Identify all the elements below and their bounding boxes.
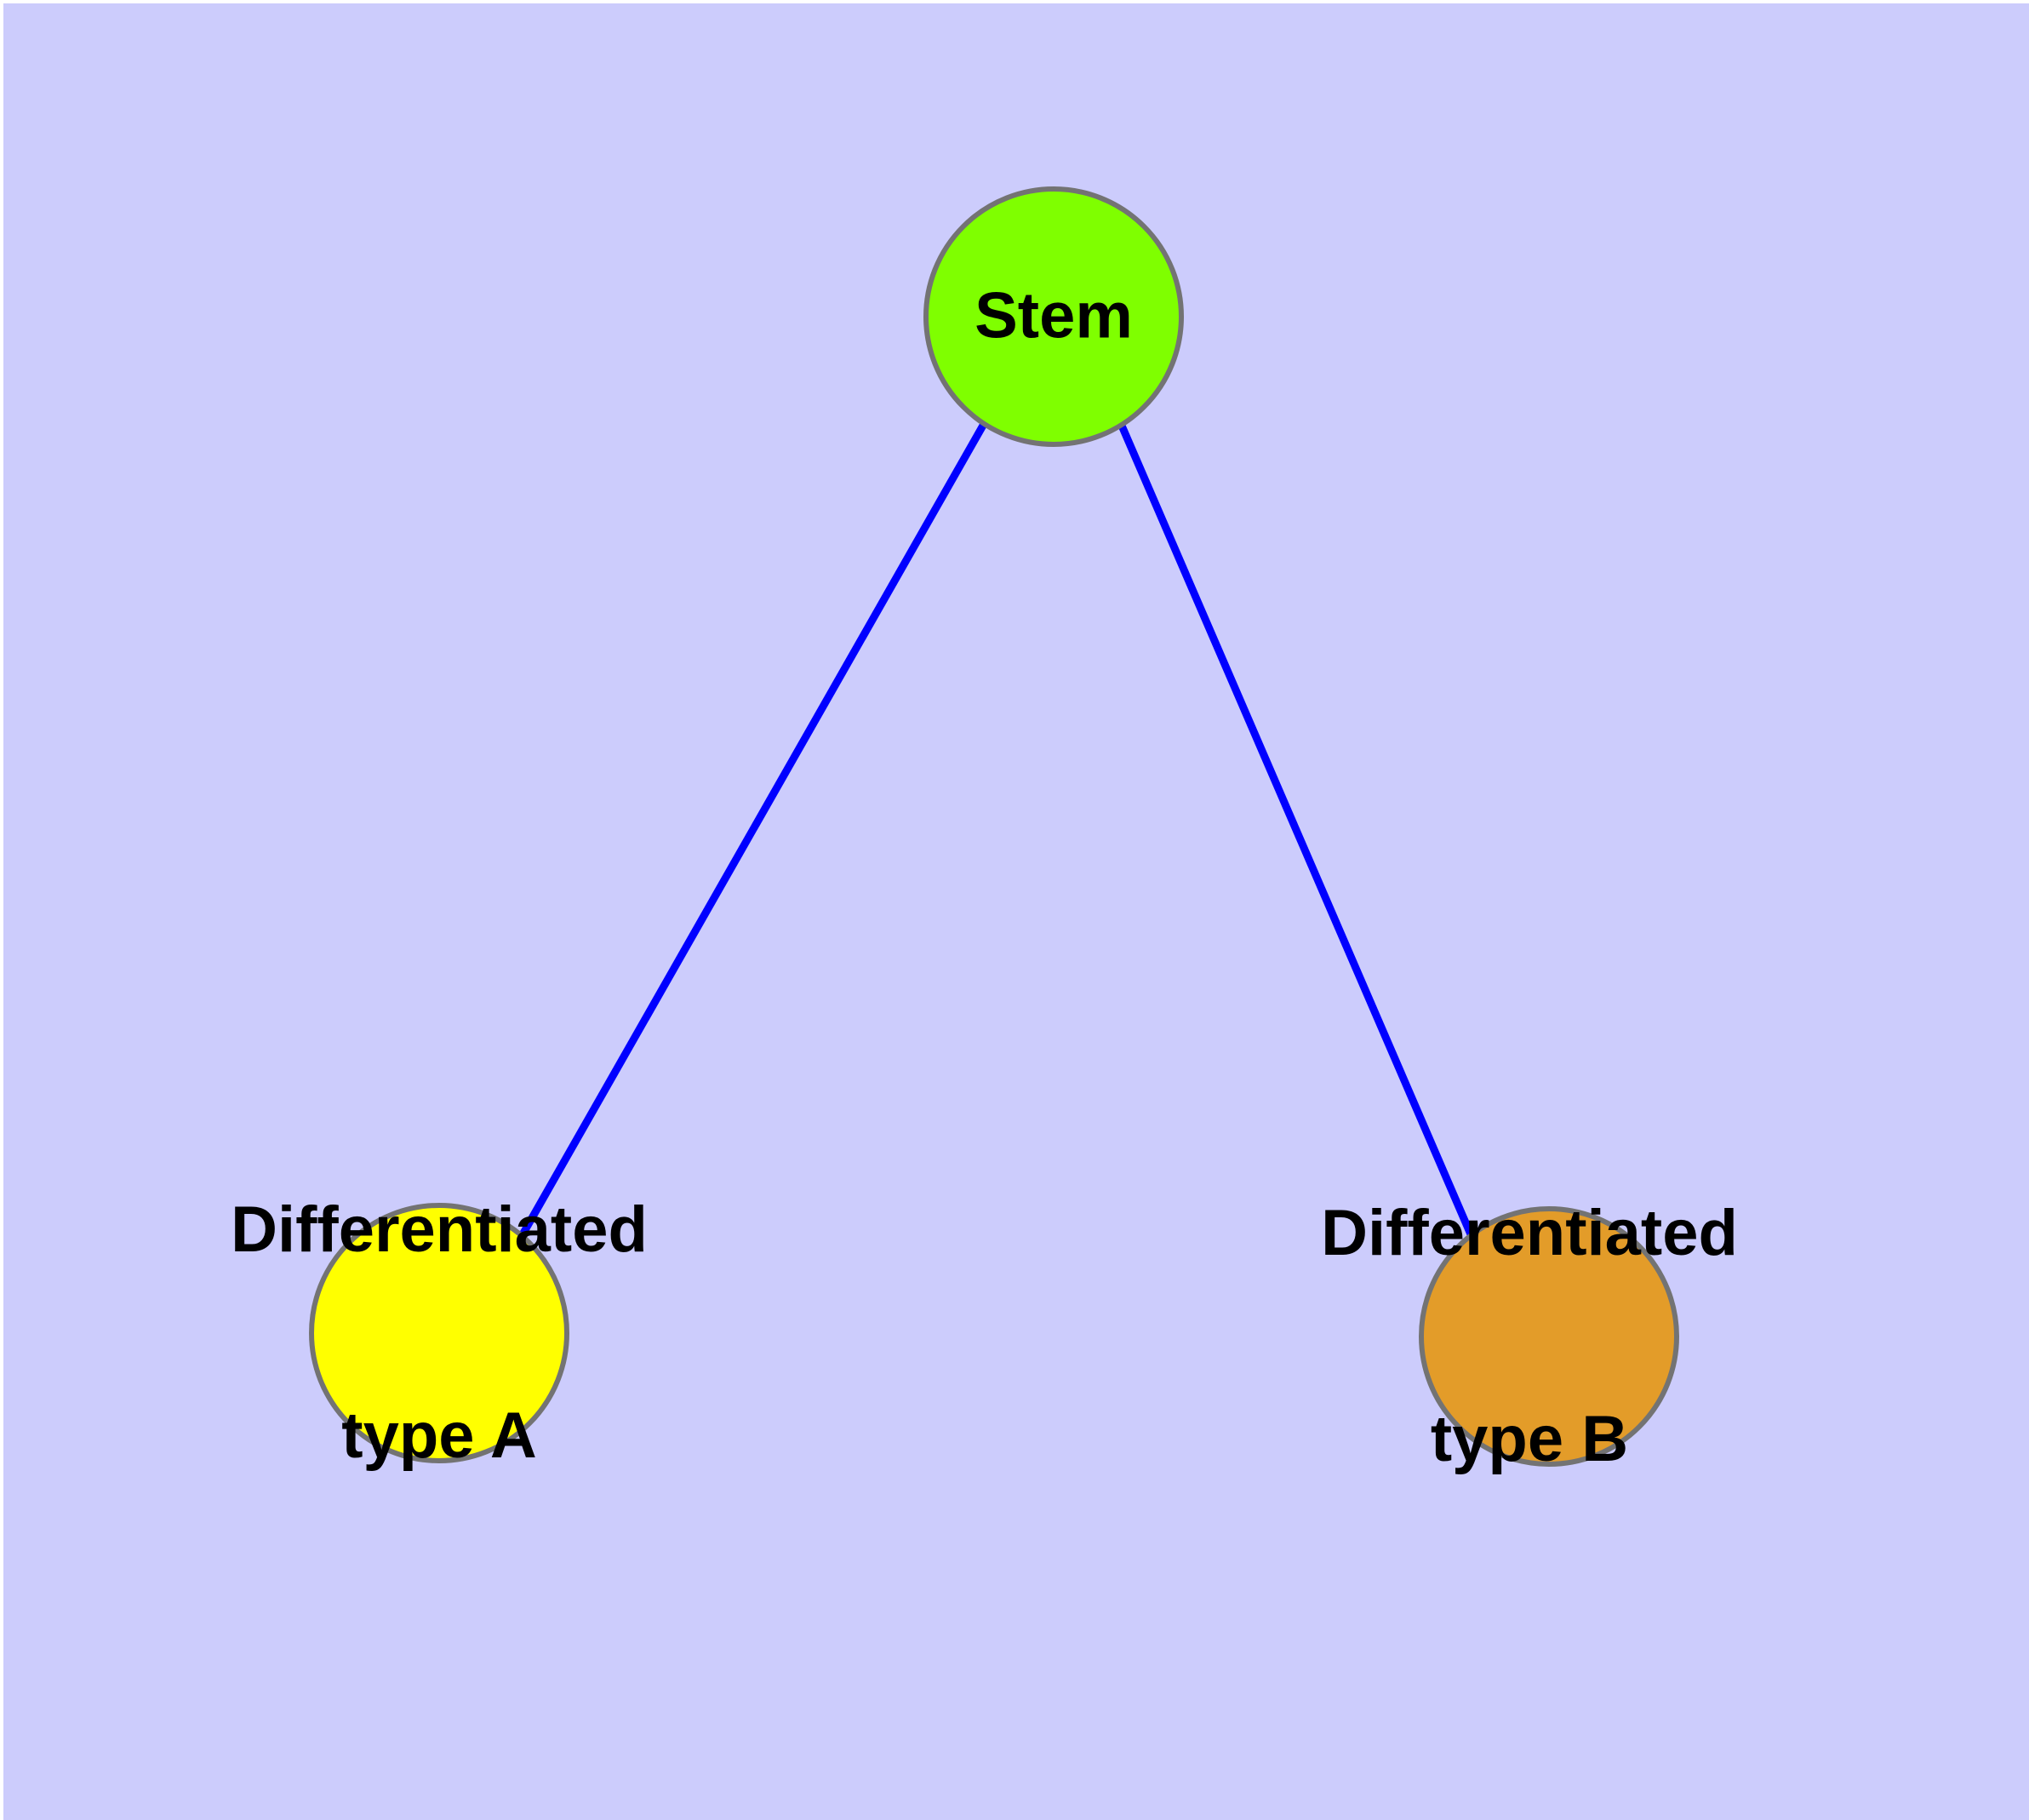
edge-stem-to-differentiated-type-b[interactable] — [1117, 424, 1475, 1236]
node-stem[interactable] — [923, 186, 1184, 447]
nodes-group — [309, 186, 1679, 1467]
edge-stem-to-differentiated-type-a[interactable] — [518, 421, 987, 1239]
edges-group — [518, 421, 1475, 1239]
node-differentiated-type-a[interactable] — [309, 1203, 569, 1463]
node-differentiated-type-b[interactable] — [1419, 1206, 1679, 1467]
